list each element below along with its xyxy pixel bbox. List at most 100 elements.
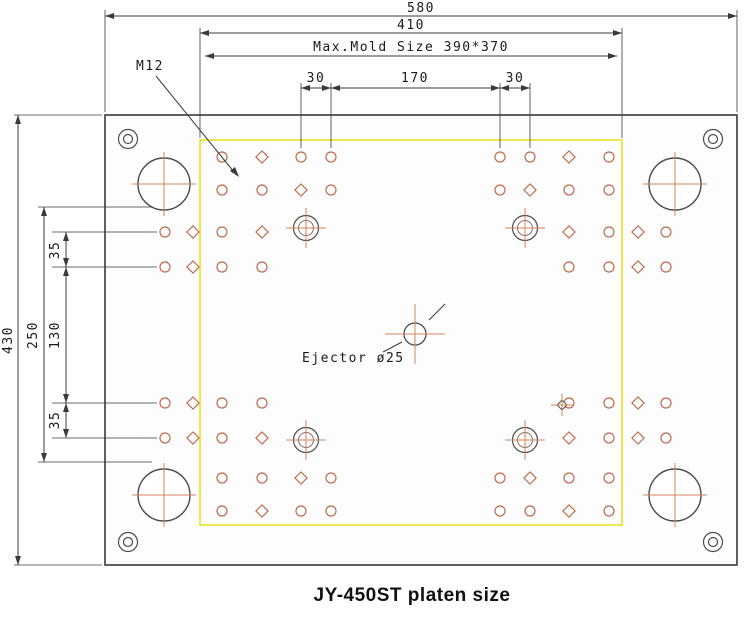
arrowhead [205,53,214,59]
leader-line [428,303,446,321]
mounting-hole [524,151,536,163]
dimension-annotations: 580 410 Max.Mold Size 390*370 30 170 30 [1,1,738,566]
arrowhead [200,30,209,36]
mounting-hole [256,261,268,273]
arrowhead [500,85,509,91]
mounting-hole [216,505,228,517]
label-m12-thread: M12 [136,59,164,74]
mounting-hole [603,261,615,273]
corner-bolt-hole-inner [122,133,134,145]
arrowhead [41,207,47,216]
mounting-hole-diamond [186,396,200,410]
mounting-hole [494,472,506,484]
hole-pattern-layer [117,128,724,553]
dim-bolt-span-left-upper: 35 [48,241,63,260]
mounting-hole-diamond [255,504,269,518]
mounting-hole-diamond [255,225,269,239]
mounting-hole [660,432,672,444]
mounting-hole [660,226,672,238]
mounting-hole [159,397,171,409]
corner-bolt-hole-inner [122,536,134,548]
mounting-hole [325,505,337,517]
arrowhead [41,453,47,462]
mounting-hole [216,472,228,484]
mounting-hole [660,261,672,273]
dim-bolt-span-top-center: 170 [401,71,429,86]
mounting-hole [256,472,268,484]
mounting-hole [159,261,171,273]
corner-bolt-hole-inner [707,133,719,145]
arrowhead [105,13,114,19]
mounting-hole [603,472,615,484]
dim-mold-area-width: 410 [397,18,425,33]
mounting-hole [603,505,615,517]
mounting-hole [325,472,337,484]
mounting-hole [325,151,337,163]
mounting-hole [216,397,228,409]
dim-bolt-span-left-lower: 35 [48,411,63,430]
mounting-hole [563,472,575,484]
mounting-hole [216,261,228,273]
dim-bolt-span-top-right: 30 [506,71,525,86]
arrowhead [230,167,239,177]
arrowhead [613,30,622,36]
dim-bolt-span-left-outer: 250 [26,321,41,349]
mounting-hole-diamond [294,183,308,197]
mounting-hole-diamond [186,260,200,274]
dim-max-mold-size: Max.Mold Size 390*370 [313,40,509,55]
mounting-hole-diamond [631,260,645,274]
mounting-hole-diamond [562,150,576,164]
mounting-hole-diamond [186,431,200,445]
mounting-hole-diamond [523,183,537,197]
mounting-hole [295,151,307,163]
mounting-hole [494,151,506,163]
arrowhead [331,85,340,91]
mounting-hole-diamond [631,431,645,445]
mold-area-outline [199,139,623,526]
mounting-hole [603,397,615,409]
arrowhead [63,394,69,403]
mounting-hole [563,261,575,273]
mounting-hole [325,184,337,196]
arrowhead [728,13,737,19]
arrowhead [63,267,69,276]
arrowhead [63,258,69,267]
drawing-title: JY-450ST platen size [314,585,511,606]
leader-line [155,75,235,173]
arrowhead [63,403,69,412]
arrowhead [15,556,21,565]
mounting-hole [563,184,575,196]
mounting-hole-diamond [294,471,308,485]
arrowhead [491,85,500,91]
mounting-hole-diamond [562,504,576,518]
mounting-hole-diamond [523,471,537,485]
leader-line [382,341,403,353]
dim-bolt-span-left-middle: 130 [48,321,63,349]
mounting-hole [295,505,307,517]
mounting-hole-diamond [562,225,576,239]
mounting-hole-diamond [631,396,645,410]
corner-bolt-hole-inner [707,536,719,548]
arrowhead [301,85,310,91]
mounting-hole [660,397,672,409]
mounting-hole [216,184,228,196]
dim-overall-width: 580 [407,1,435,16]
mounting-hole [494,505,506,517]
mounting-hole [603,226,615,238]
dim-bolt-span-top-left: 30 [307,71,326,86]
mounting-hole [256,397,268,409]
mounting-hole [603,432,615,444]
arrowhead [15,115,21,124]
dim-overall-height: 430 [1,326,16,354]
arrowhead [63,232,69,241]
arrowhead [322,85,331,91]
arrowhead [521,85,530,91]
mounting-hole-diamond [631,225,645,239]
mounting-hole-diamond [562,431,576,445]
mounting-hole-diamond [186,225,200,239]
mounting-hole [159,432,171,444]
mounting-hole [524,505,536,517]
mounting-hole [603,151,615,163]
